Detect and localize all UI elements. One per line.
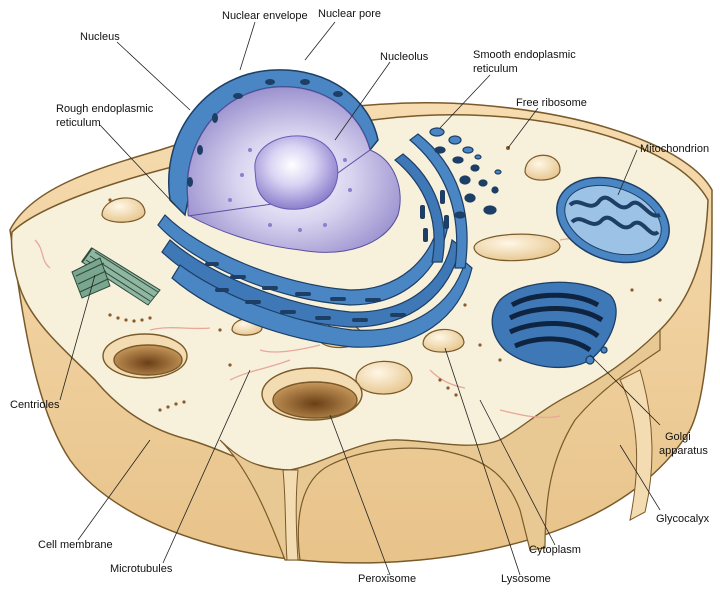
label-smooth-er-line2: reticulum xyxy=(473,63,518,75)
golgi-apparatus xyxy=(491,281,617,369)
label-golgi-line1: Golgi xyxy=(665,431,691,443)
label-mitochondrion: Mitochondrion xyxy=(640,143,709,155)
nuclear-pores xyxy=(187,79,343,187)
label-smooth-er-line1: Smooth endoplasmic xyxy=(473,49,576,61)
label-rough-er-line2: reticulum xyxy=(56,117,101,129)
label-microtubules: Microtubules xyxy=(110,563,173,575)
label-lysosome: Lysosome xyxy=(501,573,551,585)
label-nuclear-pore: Nuclear pore xyxy=(318,8,381,20)
pits xyxy=(102,333,363,421)
label-cytoplasm: Cytoplasm xyxy=(529,544,581,556)
label-nuclear-envelope: Nuclear envelope xyxy=(222,10,308,22)
label-cell-membrane: Cell membrane xyxy=(38,539,113,551)
label-nucleus: Nucleus xyxy=(80,31,120,43)
leader-lines xyxy=(59,21,661,576)
lysosome-vesicle xyxy=(422,328,465,353)
label-rough-er-line1: Rough endoplasmic xyxy=(56,103,154,115)
mitochondrion xyxy=(556,176,670,264)
right-fold xyxy=(619,369,653,521)
label-centrioles: Centrioles xyxy=(10,399,60,411)
labels: Nuclear envelope Nuclear pore Nucleus Nu… xyxy=(10,8,710,585)
smooth-er xyxy=(429,127,502,219)
label-golgi-line2: apparatus xyxy=(659,445,708,457)
nucleus xyxy=(168,69,401,253)
label-peroxisome: Peroxisome xyxy=(358,573,416,585)
rough-er xyxy=(157,133,473,348)
label-glycocalyx: Glycocalyx xyxy=(656,513,710,525)
label-nucleolus: Nucleolus xyxy=(380,51,429,63)
label-free-ribosome: Free ribosome xyxy=(516,97,587,109)
centrioles xyxy=(71,247,161,306)
pillar xyxy=(282,469,299,561)
inner-wall xyxy=(219,328,661,561)
nucleolus xyxy=(254,135,339,210)
